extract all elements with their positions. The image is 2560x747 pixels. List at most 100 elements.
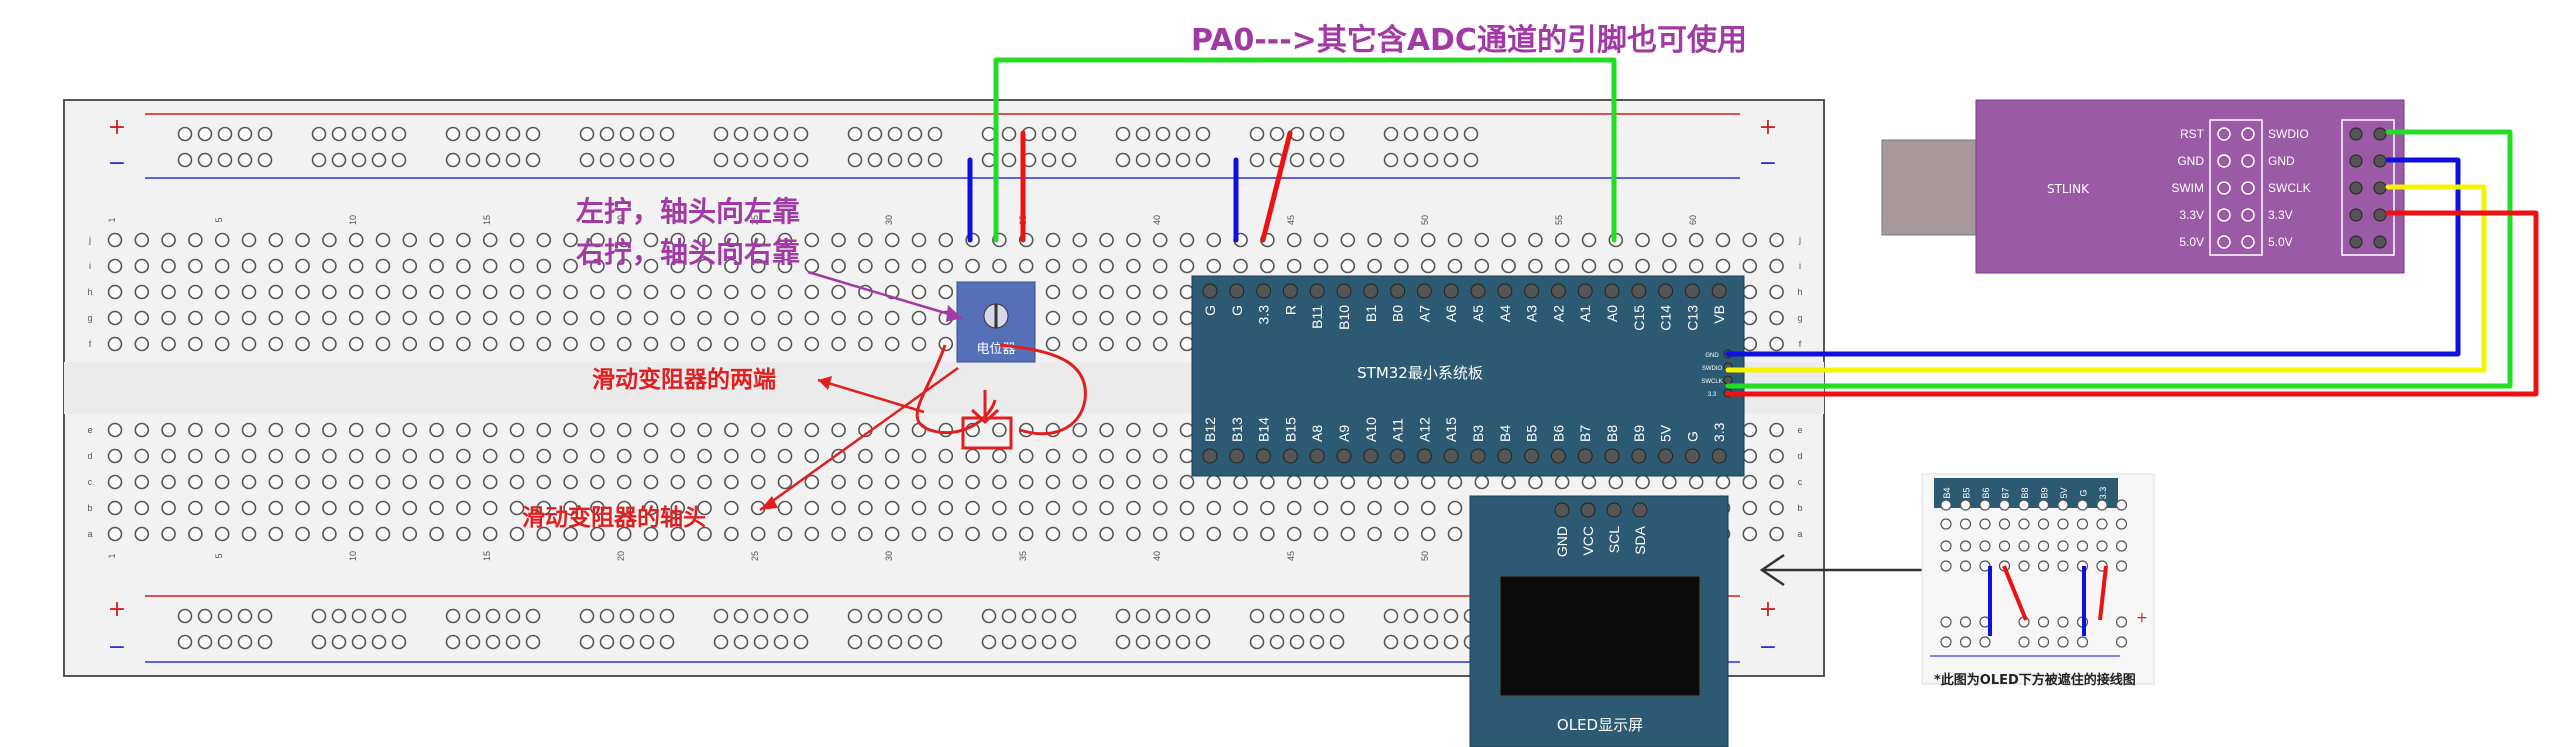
- breadboard-hole: [536, 310, 552, 326]
- rail-hole: [867, 152, 883, 168]
- breadboard-hole: [429, 336, 444, 352]
- breadboard-hole: [1099, 284, 1114, 300]
- stm32-top-pin: [1309, 283, 1325, 299]
- breadboard-hole: [938, 232, 954, 248]
- inset-hole: [1959, 540, 1972, 552]
- breadboard-hole: [724, 232, 739, 248]
- breadboard-hole: [697, 258, 712, 274]
- rail-hole: [1269, 608, 1285, 624]
- rail-hole: [391, 608, 407, 624]
- rail-hole: [197, 608, 213, 624]
- breadboard-hole: [429, 284, 444, 300]
- rail-hole: [1115, 634, 1131, 650]
- rail-hole: [197, 634, 213, 650]
- breadboard-hole: [161, 232, 176, 248]
- rail-hole: [1443, 608, 1459, 624]
- breadboard-hole: [1742, 474, 1758, 490]
- stm32-top-pin: [1684, 283, 1700, 299]
- stm32-name: STM32最小系统板: [1357, 364, 1483, 382]
- rail-hole: [1175, 608, 1191, 624]
- breadboard-hole: [1126, 310, 1141, 326]
- breadboard-hole: [590, 448, 605, 464]
- row-letter: g: [1797, 313, 1802, 323]
- breadboard-hole: [1420, 232, 1436, 248]
- inset-hole: [1979, 499, 1991, 511]
- breadboard-hole: [804, 500, 820, 516]
- breadboard-hole: [1099, 474, 1114, 490]
- rail-hole: [793, 126, 809, 142]
- column-number: 55: [1554, 215, 1564, 225]
- rail-hole: [505, 126, 521, 142]
- breadboard-hole: [268, 500, 284, 516]
- breadboard-hole: [643, 310, 659, 326]
- rail-hole: [237, 126, 253, 142]
- rail-hole: [1269, 126, 1285, 142]
- breadboard-hole: [1045, 448, 1061, 464]
- breadboard-hole: [348, 500, 364, 516]
- breadboard-hole: [1072, 232, 1088, 248]
- breadboard-hole: [456, 336, 471, 352]
- breadboard-hole: [348, 258, 364, 274]
- rail-hole: [1195, 152, 1211, 168]
- breadboard-hole: [268, 310, 284, 326]
- breadboard-hole: [1018, 474, 1034, 490]
- breadboard-hole: [241, 310, 257, 326]
- breadboard-hole: [1420, 474, 1436, 490]
- oled-pin: [1554, 502, 1570, 518]
- rail-hole: [177, 126, 193, 142]
- breadboard-hole: [697, 232, 712, 248]
- breadboard-hole: [724, 474, 739, 490]
- rail-hole: [257, 152, 273, 168]
- breadboard-hole: [214, 500, 230, 516]
- breadboard-hole: [509, 310, 525, 326]
- stm32-bottom-pin-label: A11: [1390, 418, 1406, 442]
- inset-pin-label: B8: [2020, 487, 2030, 498]
- breadboard-hole: [134, 258, 150, 274]
- breadboard-hole: [375, 258, 391, 274]
- rail-hole: [867, 634, 883, 650]
- breadboard-hole: [241, 258, 257, 274]
- rail-hole: [525, 634, 541, 650]
- stm32-bottom-pin-label: B9: [1631, 425, 1647, 442]
- stm32-top-pin-label: VB: [1711, 305, 1727, 324]
- rail-hole: [1443, 126, 1459, 142]
- breadboard-hole: [509, 474, 525, 490]
- breadboard-hole: [295, 474, 310, 490]
- breadboard-hole: [750, 474, 766, 490]
- breadboard-hole: [456, 422, 471, 438]
- breadboard-hole: [107, 284, 123, 300]
- oled-pin-label: SDA: [1632, 525, 1648, 554]
- column-number: 50: [1420, 215, 1430, 225]
- breadboard-hole: [1206, 232, 1222, 248]
- rail-hole: [237, 608, 253, 624]
- column-number: 35: [1018, 551, 1028, 561]
- rail-hole: [733, 608, 749, 624]
- inset-pin-label: 3.3: [2098, 487, 2108, 500]
- breadboard-hole: [1769, 258, 1784, 274]
- rail-minus-top-right: −: [1759, 151, 1777, 176]
- breadboard-hole: [643, 448, 659, 464]
- inset-hole: [1959, 636, 1972, 648]
- breadboard-hole: [1233, 500, 1248, 516]
- breadboard-hole: [456, 474, 471, 490]
- breadboard-hole: [697, 448, 712, 464]
- breadboard-hole: [241, 336, 257, 352]
- rail-hole: [1423, 152, 1439, 168]
- rail-hole: [1135, 126, 1151, 142]
- inset-hole: [2018, 540, 2030, 552]
- rail-hole: [505, 634, 521, 650]
- rail-hole: [1383, 152, 1399, 168]
- rail-hole: [197, 152, 213, 168]
- breadboard-hole: [777, 310, 793, 326]
- breadboard-hole: [858, 526, 873, 542]
- breadboard-hole: [322, 232, 337, 248]
- rail-hole: [465, 608, 481, 624]
- inset-hole: [1998, 499, 2011, 511]
- column-number: 1: [107, 217, 117, 222]
- inset-hole: [1940, 560, 1952, 572]
- breadboard-hole: [1233, 526, 1248, 542]
- breadboard-hole: [1662, 474, 1677, 490]
- rail-hole: [1195, 126, 1211, 142]
- row-letter: g: [87, 313, 92, 323]
- breadboard-hole: [188, 448, 203, 464]
